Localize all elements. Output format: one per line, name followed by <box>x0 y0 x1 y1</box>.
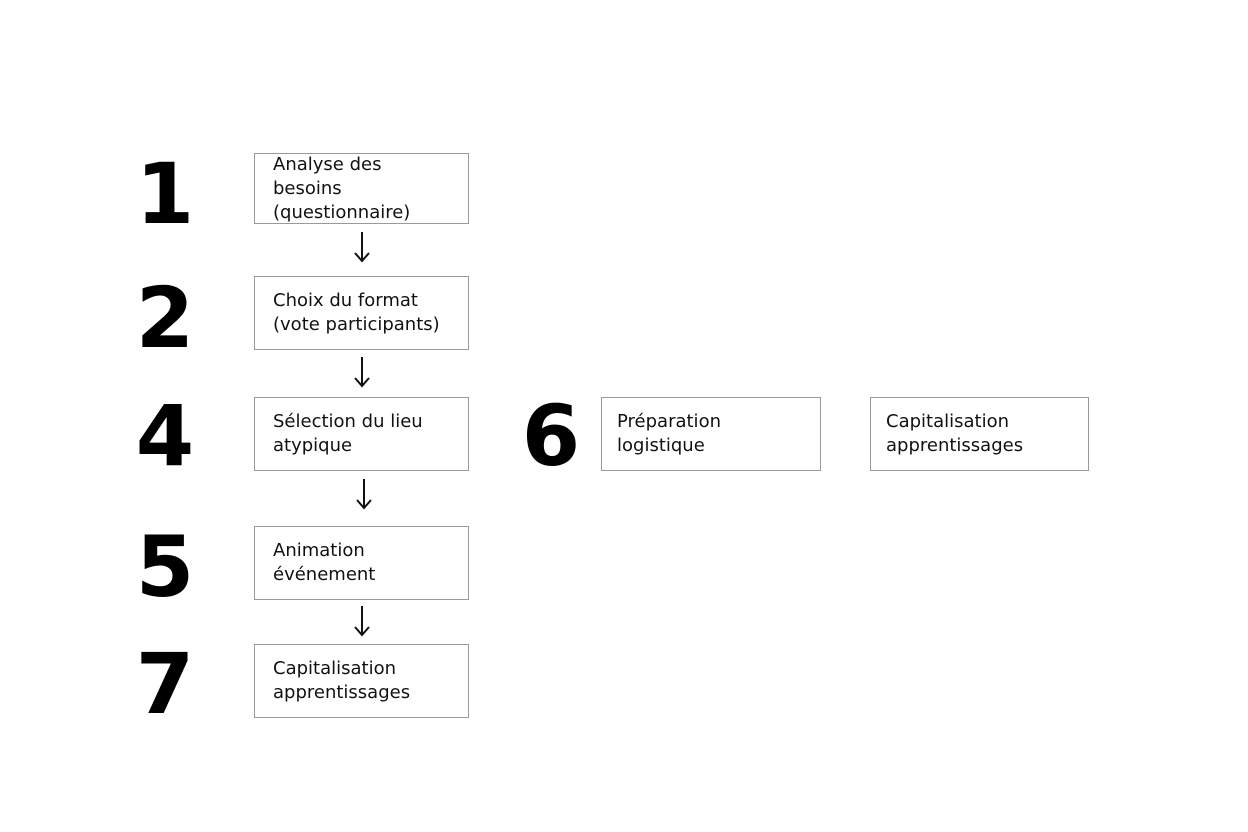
step-number-6: 6 <box>521 387 581 485</box>
arrow-down-icon <box>354 357 370 388</box>
step-number-7: 7 <box>135 635 195 733</box>
step-label: Choix du format (vote participants) <box>273 290 440 335</box>
step-label: Capitalisation apprentissages <box>886 411 1024 456</box>
step-number-1: 1 <box>135 145 195 243</box>
step-box-selection-lieu: Sélection du lieu atypique <box>254 397 469 471</box>
step-number-4: 4 <box>135 387 195 485</box>
step-label: Sélection du lieu atypique <box>273 411 423 456</box>
step-number-2: 2 <box>135 269 195 367</box>
arrow-down-icon <box>354 232 370 263</box>
step-label: Analyse des besoins (questionnaire) <box>273 153 411 223</box>
step-box-preparation-logistique: Préparation logistique <box>601 397 821 471</box>
step-label: Préparation logistique <box>617 411 721 456</box>
step-box-capitalisation: Capitalisation apprentissages <box>254 644 469 718</box>
step-label: Capitalisation apprentissages <box>273 658 411 703</box>
arrow-down-icon <box>356 479 372 510</box>
step-box-capitalisation-right: Capitalisation apprentissages <box>870 397 1089 471</box>
step-box-choix-format: Choix du format (vote participants) <box>254 276 469 350</box>
step-box-analyse-besoins: Analyse des besoins (questionnaire) <box>254 153 469 224</box>
step-number-5: 5 <box>135 518 195 616</box>
step-label: Animation événement <box>273 540 376 585</box>
arrow-down-icon <box>354 606 370 637</box>
step-box-animation: Animation événement <box>254 526 469 600</box>
